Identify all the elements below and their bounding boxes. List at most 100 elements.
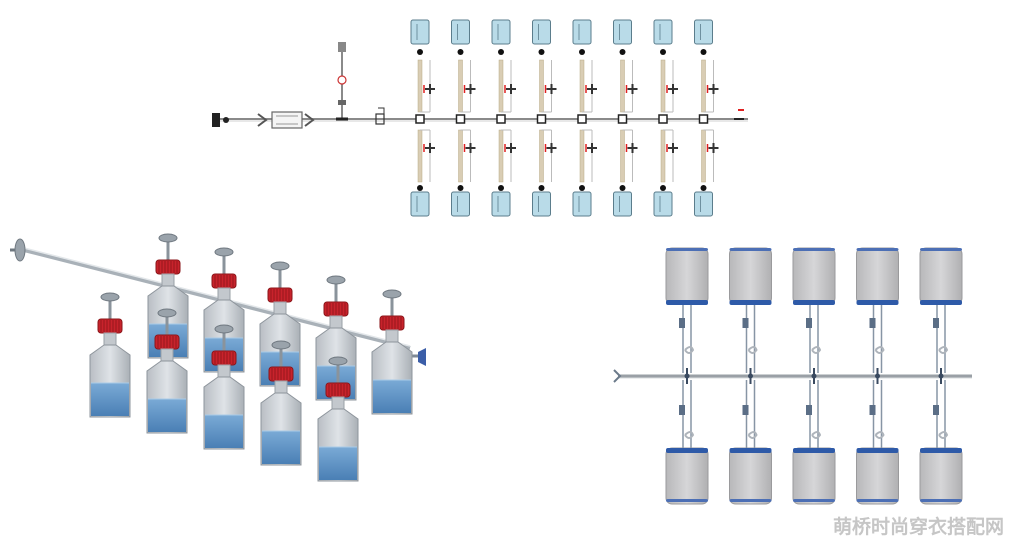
connector-icon — [619, 185, 626, 191]
bag-manifold-panel — [613, 247, 972, 505]
bottle-liquid — [319, 447, 357, 480]
flask-icon — [532, 19, 551, 45]
bag — [729, 380, 772, 505]
bag-body — [729, 247, 772, 305]
clamp-icon — [933, 405, 939, 415]
connector-icon — [660, 49, 666, 55]
bag-port-edge — [793, 300, 835, 305]
bag-port-edge — [856, 300, 899, 305]
bag-seal-edge — [729, 248, 772, 251]
connector-icon — [538, 49, 545, 55]
connector-icon — [457, 49, 464, 55]
bag-port-edge — [666, 448, 708, 453]
bag-body — [665, 447, 709, 505]
tubing — [417, 129, 423, 183]
flask-icon — [694, 191, 713, 217]
tee-hub-icon — [684, 373, 690, 379]
bag-seal-edge — [793, 499, 835, 502]
bottle — [89, 292, 131, 418]
cross-connector-icon — [496, 114, 506, 124]
flask-icon — [491, 191, 511, 217]
connector-icon — [417, 185, 423, 191]
bag-seal-edge — [729, 499, 772, 502]
pinch-clamp-icon — [874, 431, 885, 439]
bottle — [260, 340, 302, 466]
flask-icon — [653, 191, 673, 217]
clamp-icon — [679, 318, 685, 328]
reducer-icon — [304, 113, 315, 127]
bag — [919, 247, 963, 373]
bag-seal-edge — [856, 499, 899, 502]
bottle-liquid — [373, 380, 411, 413]
vent-filter-icon — [326, 275, 346, 285]
bag-seal-edge — [793, 248, 835, 251]
bag-inlet-connector-icon — [613, 369, 622, 383]
cross-connector-icon — [577, 114, 587, 124]
tubing — [458, 59, 463, 113]
bag — [792, 380, 836, 505]
bag — [665, 380, 709, 505]
bag-body — [792, 447, 836, 505]
tubing — [498, 129, 504, 183]
bag-body — [856, 247, 899, 305]
bottle-neck — [385, 329, 399, 343]
bag — [856, 380, 899, 505]
connector-icon — [700, 49, 707, 55]
schematic-column — [532, 19, 557, 217]
connector-icon — [619, 49, 626, 55]
tee-hub-icon — [875, 373, 880, 379]
bag-body — [729, 447, 772, 505]
cross-connector-icon — [536, 114, 547, 124]
cross-connector-icon — [698, 114, 709, 124]
bag-seal-edge — [856, 248, 899, 251]
flask-icon — [410, 191, 430, 217]
cross-connector-icon — [658, 114, 668, 124]
bag-body — [665, 247, 709, 305]
schematic-column — [613, 19, 638, 217]
flask-icon — [694, 19, 713, 45]
bottle — [203, 324, 245, 450]
bottle-neck — [161, 273, 175, 287]
vent-filter-icon — [100, 292, 120, 302]
bag-port-edge — [920, 448, 962, 453]
cross-connector-icon — [617, 114, 628, 124]
clamp-icon — [806, 318, 812, 328]
bag-port-edge — [729, 300, 772, 305]
bottle-manifold-3d-panel — [10, 233, 426, 482]
bottle-liquid — [148, 399, 186, 432]
watermark: 萌桥时尚穿衣搭配网 — [833, 515, 1004, 538]
bag-seal-edge — [666, 499, 708, 502]
schematic-column — [572, 19, 597, 217]
sample-bottle-icon — [338, 42, 346, 52]
tubing — [660, 59, 666, 113]
bag — [665, 247, 709, 373]
clamp-icon — [679, 405, 685, 415]
bag-body — [919, 247, 963, 305]
schematic-column — [694, 19, 719, 217]
tubing — [458, 129, 463, 183]
vent-filter-icon — [270, 261, 290, 271]
bag — [919, 380, 963, 505]
connector-icon — [417, 49, 423, 55]
bottle — [371, 289, 413, 415]
bag-port-edge — [856, 448, 899, 453]
bottle-liquid — [205, 415, 243, 448]
manifold-schematic-panel — [212, 19, 748, 217]
tubing — [620, 59, 625, 113]
tee-hub-icon — [748, 373, 753, 379]
bag-seal-edge — [920, 499, 962, 502]
vent-filter-icon — [214, 324, 234, 334]
bag-port-edge — [729, 448, 772, 453]
pinch-clamp-icon — [811, 431, 822, 439]
bottle — [146, 308, 188, 434]
connector-icon — [498, 185, 504, 191]
pinch-clamp-icon — [874, 346, 885, 354]
bottle-neck — [217, 364, 231, 378]
inlet-filter-icon — [212, 113, 229, 127]
bag-seal-edge — [666, 248, 708, 251]
clamp-icon — [933, 318, 939, 328]
pinch-clamp-icon — [684, 431, 695, 439]
tubing — [498, 59, 504, 113]
connector-icon — [538, 185, 545, 191]
